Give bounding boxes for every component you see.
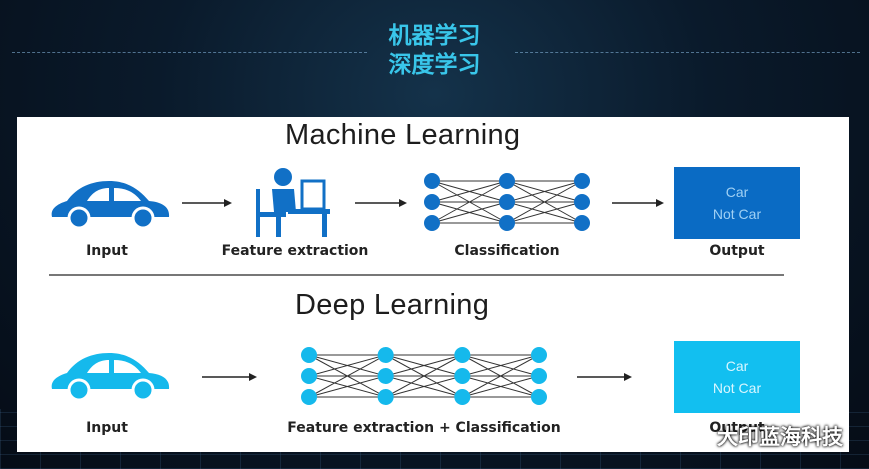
dl-output-box: Car Not Car	[674, 341, 800, 413]
dl-network-edge	[385, 354, 463, 377]
dl-network-edge	[462, 354, 540, 377]
title-line-1: 机器学习	[388, 23, 481, 49]
ml-car-icon	[51, 181, 170, 230]
dl-network-edge	[462, 375, 540, 398]
ml-output-not-car: Not Car	[712, 206, 762, 222]
dl-network	[301, 347, 547, 405]
ml-network-node	[574, 194, 590, 210]
dl-network-edge	[385, 354, 463, 398]
ml-network-edge	[506, 180, 583, 224]
dl-network-node	[531, 389, 547, 405]
ml-output-label: Output	[709, 243, 765, 259]
ml-network-node	[499, 173, 515, 189]
dl-network-node	[454, 347, 471, 363]
dl-output-car: Car	[725, 358, 749, 374]
wechat-icon	[687, 426, 713, 446]
dl-network-node	[454, 368, 471, 384]
deep-learning-heading: Deep Learning	[295, 289, 490, 321]
dl-network-edge	[385, 375, 463, 398]
ml-network-node	[424, 194, 440, 210]
watermark: 大印蓝海科技	[687, 421, 843, 451]
header-dashed-line-left	[12, 52, 367, 53]
dl-arrow-1	[202, 373, 257, 381]
machine-learning-heading: Machine Learning	[285, 119, 521, 151]
feature-extraction-person-icon	[256, 168, 330, 237]
dl-network-node	[377, 347, 394, 363]
dl-arrow-2	[577, 373, 632, 381]
dl-network-edge	[308, 354, 386, 377]
dl-network-node	[377, 389, 394, 405]
ml-output-box: Car Not Car	[674, 167, 800, 239]
ml-classification-label: Classification	[454, 243, 560, 259]
diagram-panel: Machine Learning Input Feature extractio…	[17, 117, 849, 452]
ml-input-label: Input	[86, 243, 128, 259]
dl-network-edge	[462, 354, 540, 398]
ml-network-node	[424, 215, 440, 231]
ml-arrow-1	[182, 199, 232, 207]
dl-network-node	[301, 389, 317, 405]
ml-network-node	[574, 215, 590, 231]
ml-network-edge	[431, 201, 508, 224]
section-divider	[49, 274, 784, 276]
watermark-text: 大印蓝海科技	[717, 425, 843, 449]
ml-network-edge	[506, 180, 583, 203]
dl-input-label: Input	[86, 420, 128, 436]
dl-output-not-car: Not Car	[712, 380, 762, 396]
ml-arrow-3	[612, 199, 664, 207]
ml-network-edge	[431, 180, 508, 224]
title-line-2: 深度学习	[388, 52, 481, 78]
ml-feature-label: Feature extraction	[221, 243, 369, 259]
dl-network-node	[454, 389, 471, 405]
page-title: 机器学习 深度学习	[0, 22, 869, 80]
header-dashed-line-right	[515, 52, 860, 53]
ml-network-node	[424, 173, 440, 189]
ml-network-edge	[506, 201, 583, 224]
ml-network-node	[574, 173, 590, 189]
ml-network-node	[499, 215, 515, 231]
ml-arrow-2	[355, 199, 407, 207]
dl-network-node	[531, 347, 547, 363]
dl-network-node	[301, 347, 317, 363]
ml-network-edge	[431, 180, 508, 203]
ml-network-node	[499, 194, 515, 210]
dl-network-node	[301, 368, 317, 384]
dl-combined-label: Feature extraction + Classification	[287, 420, 561, 436]
dl-car-icon	[51, 353, 170, 402]
dl-network-node	[531, 368, 547, 384]
dl-network-edge	[308, 375, 386, 398]
dl-network-node	[377, 368, 394, 384]
ml-output-car: Car	[725, 184, 749, 200]
ml-classification-network	[424, 173, 590, 231]
dl-network-edge	[308, 354, 386, 398]
dl-output-label: Output	[709, 420, 765, 436]
